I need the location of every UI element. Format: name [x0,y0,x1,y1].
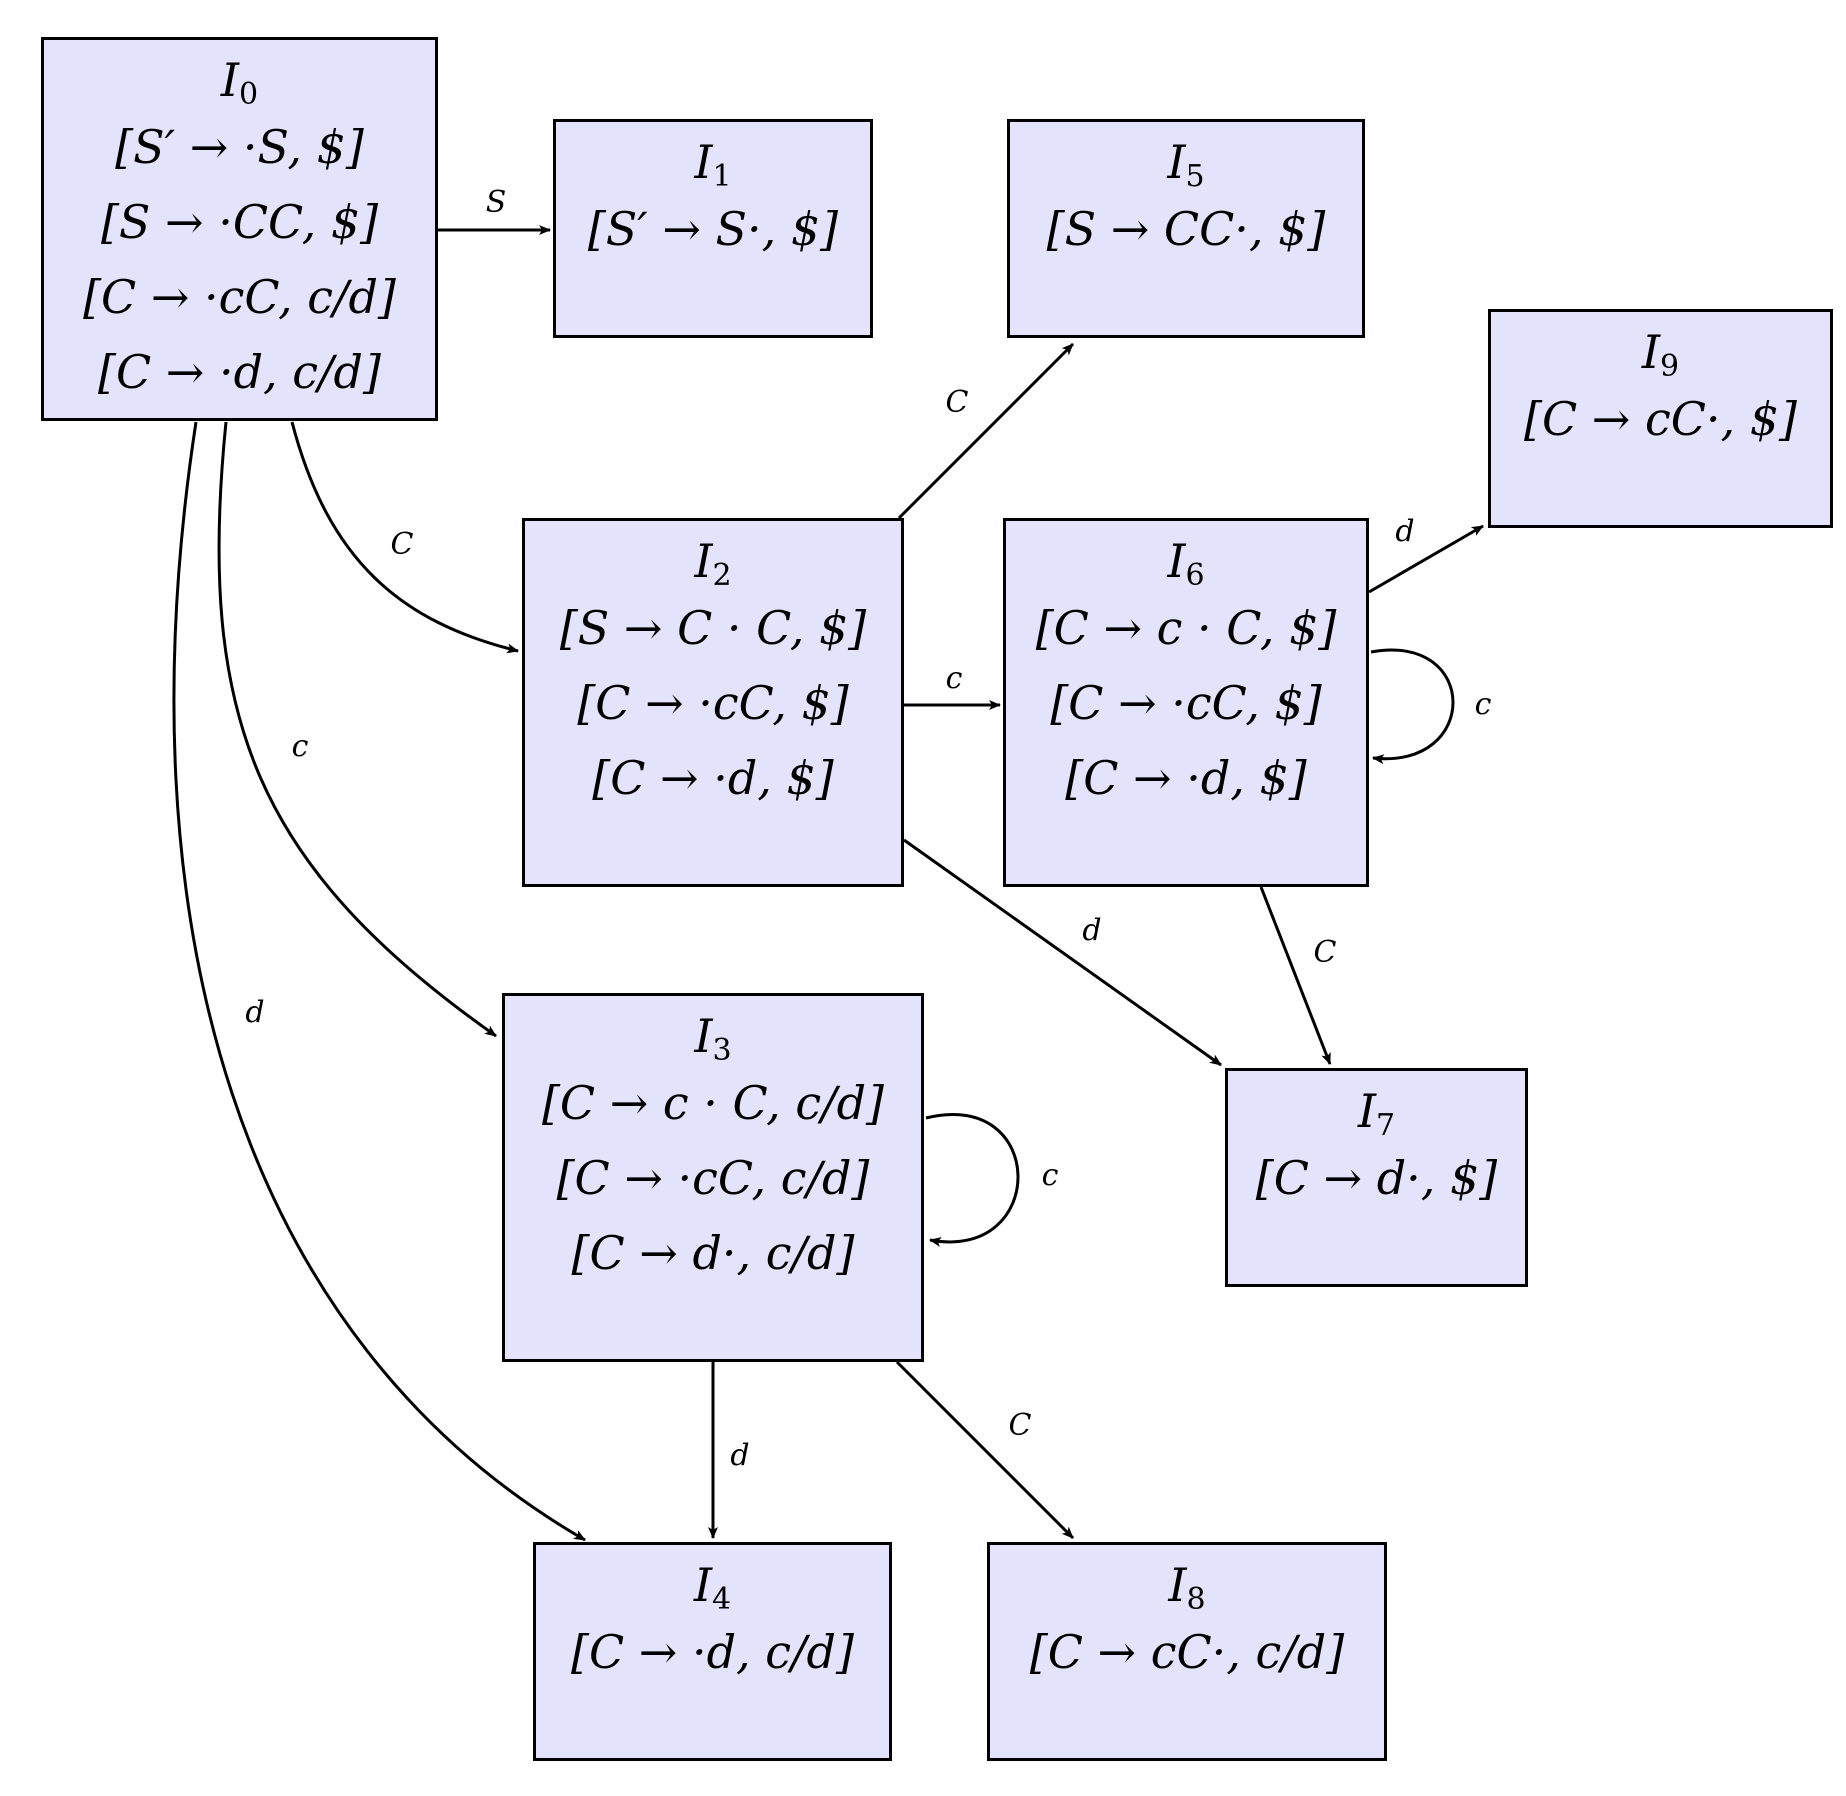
edge-label: c [292,729,309,764]
edge-label: c [1042,1158,1059,1193]
lr-item: [C → ·d, $] [592,751,834,805]
edge-i6-i7 [1259,886,1332,1065]
state-subscript: 0 [239,77,259,112]
state-title: I7 [1228,1084,1525,1143]
lr-item: [C → c · C, c/d] [541,1076,884,1130]
lr-item: [C → ·cC, $] [1050,676,1322,730]
state-i8: I8 [C → cC·, c/d] [987,1542,1387,1761]
state-subscript: 6 [1185,558,1205,593]
state-subscript: 5 [1185,159,1205,194]
lr-item: [C → c · C, $] [1035,601,1337,655]
lr-item: [C → cC·, $] [1524,392,1797,446]
lr-item: [C → ·cC, $] [577,676,849,730]
lr-item: [C → ·d, c/d] [98,345,381,399]
edge-i0-i3 [217,421,497,1038]
edge-label: d [1082,913,1101,948]
state-title: I4 [536,1558,889,1617]
edge-i3-i8 [895,1360,1075,1540]
edge-label: d [245,995,264,1030]
edge-label: C [1314,935,1337,970]
state-i1: I1 [S′ → S·, $] [553,119,873,338]
lr-item: [C → d·, c/d] [571,1226,855,1280]
state-title: I2 [525,534,901,593]
state-title: I6 [1006,534,1366,593]
state-subscript: 8 [1186,1582,1206,1617]
edge-i0-i4 [172,421,586,1542]
state-name: I [694,534,713,588]
state-name: I [1357,1084,1377,1138]
state-name: I [693,1558,713,1612]
state-i5: I5 [S → CC·, $] [1007,119,1365,338]
lr-item: [S → CC·, $] [1046,202,1326,256]
edge-i3-i3 [925,1113,1020,1247]
state-name: I [694,135,713,189]
state-i2: I2 [S → C · C, $] [C → ·cC, $] [C → ·d, $] [522,518,904,887]
state-title: I1 [556,135,870,194]
state-title: I8 [990,1558,1384,1617]
state-subscript: 4 [712,1582,732,1617]
state-name: I [1167,135,1186,189]
state-i0: I0 [S′ → ·S, $] [S → ·CC, $] [C → ·cC, c/d]… [41,37,438,421]
edge-i6-i6 [1370,648,1455,765]
state-i3: I3 [C → c · C, c/d] [C → ·cC, c/d] [C → d·,… [502,993,924,1362]
state-name: I [1168,1558,1187,1612]
lr-item: [C → d·, $] [1255,1151,1498,1205]
lr-item: [S → ·CC, $] [100,195,379,249]
state-name: I [1641,325,1661,379]
state-subscript: 1 [712,159,732,194]
state-title: I0 [44,53,435,112]
state-i9: I9 [C → cC·, $] [1488,309,1833,528]
lr-item: [S → C · C, $] [559,601,867,655]
lr-item: [C → ·cC, c/d] [556,1151,870,1205]
state-i6: I6 [C → c · C, $] [C → ·cC, $] [C → ·d, $] [1003,518,1369,887]
edge-i2-i7 [903,838,1222,1067]
state-name: I [694,1009,713,1063]
edge-i0-i2 [290,421,519,654]
edge-label: C [946,385,969,420]
state-i7: I7 [C → d·, $] [1225,1068,1528,1287]
state-subscript: 3 [712,1033,732,1068]
state-title: I3 [505,1009,921,1068]
edge-label: c [1475,687,1492,722]
state-subscript: 9 [1660,349,1680,384]
edge-label: C [1009,1408,1032,1443]
lr-item: [C → cC·, c/d] [1029,1625,1345,1679]
state-subscript: 7 [1376,1108,1396,1143]
lr-item: [C → ·d, $] [1065,751,1307,805]
lr-item: [S′ → ·S, $] [115,120,364,174]
edge-label: C [391,527,414,562]
state-title: I5 [1010,135,1362,194]
state-title: I9 [1491,325,1830,384]
state-name: I [220,53,240,107]
state-subscript: 2 [712,558,732,593]
lr-item: [C → ·cC, c/d] [83,270,396,324]
state-name: I [1167,534,1186,588]
edge-i6-i9 [1368,524,1484,594]
edge-label: d [730,1438,749,1473]
edge-label: c [946,661,963,696]
lr-item: [C → ·d, c/d] [571,1625,854,1679]
edge-label: S [486,185,507,220]
state-i4: I4 [C → ·d, c/d] [533,1542,892,1761]
edge-i2-i5 [897,342,1075,520]
lr-item: [S′ → S·, $] [587,202,839,256]
edge-label: d [1395,514,1414,549]
